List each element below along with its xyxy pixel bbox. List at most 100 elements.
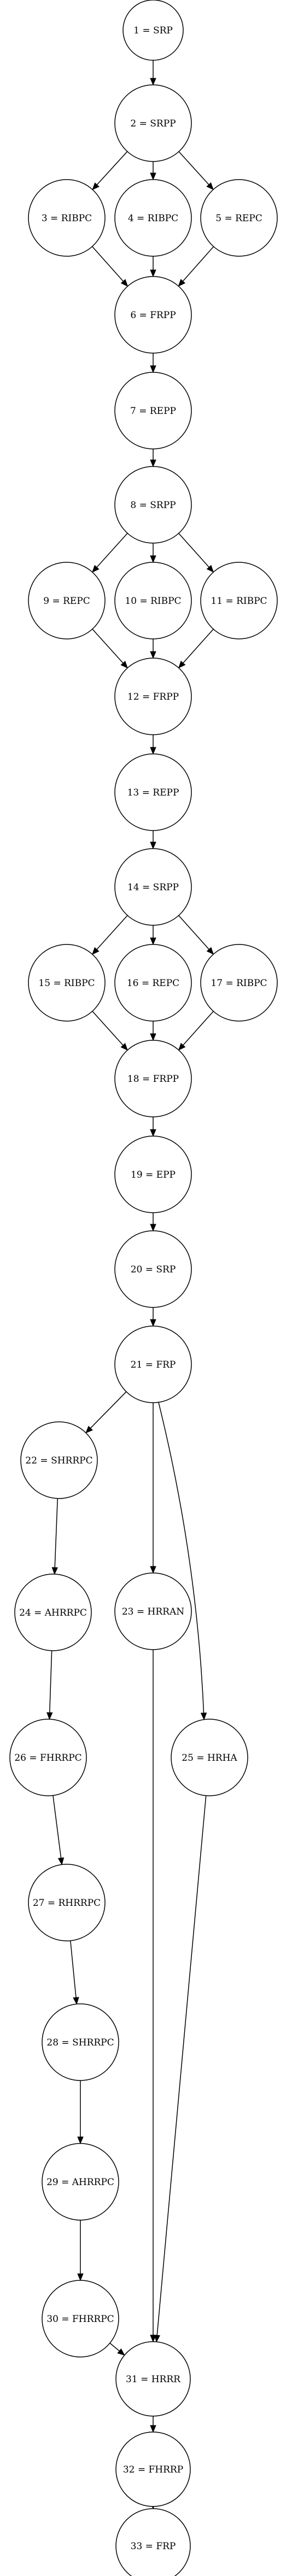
node-label: 5 = REPC [215, 213, 262, 224]
node-label: 23 = HRRAN [122, 1606, 184, 1617]
edge-arrowhead [73, 1997, 79, 2005]
edge-arrowhead [77, 2273, 84, 2281]
node-label: 25 = HRHA [182, 1753, 237, 1764]
edge-arrowhead [150, 651, 156, 659]
edge-line [178, 915, 211, 950]
node-circle [171, 1719, 248, 1796]
edge-arrowhead [150, 2335, 156, 2343]
node-label: 13 = REPP [127, 787, 179, 798]
edge-arrowhead [120, 660, 128, 669]
node-circle [114, 944, 192, 1022]
node-11: 11 = RIBPC [200, 562, 278, 639]
node-21: 21 = FRP [114, 1326, 192, 1403]
edge-14-15 [92, 915, 128, 955]
edge-31-32 [150, 2416, 156, 2433]
edge-arrowhead [150, 1129, 156, 1137]
node-circle [42, 2003, 119, 2081]
node-label: 29 = AHRRPC [46, 2177, 114, 2188]
node-circle [114, 1326, 192, 1403]
edge-2-4 [150, 162, 156, 181]
node-circle [42, 2143, 119, 2221]
node-23: 23 = HRRAN [114, 1572, 192, 1650]
edge-23-31 [150, 1650, 156, 2343]
node-label: 32 = FHRRP [123, 2464, 183, 2475]
edge-line [54, 1498, 58, 1569]
edge-11-12 [178, 629, 214, 669]
edge-9-12 [92, 629, 128, 669]
node-label: 22 = SHRRPC [25, 1455, 92, 1466]
edge-arrowhead [150, 555, 156, 563]
edge-22-24 [51, 1498, 59, 1575]
edge-12-13 [150, 735, 156, 755]
node-label: 19 = EPP [131, 1169, 176, 1180]
edge-18-19 [150, 1117, 156, 1137]
edge-line [70, 1940, 77, 1999]
edge-8-11 [178, 533, 214, 573]
node-33: 33 = FRP [115, 2508, 191, 2576]
node-label: 17 = RIBPC [211, 978, 267, 989]
node-circle [122, 0, 184, 61]
edge-10-12 [150, 639, 156, 659]
node-circle [9, 1719, 87, 1796]
edge-line [92, 1011, 124, 1047]
node-circle [14, 1574, 92, 1651]
node-7: 7 = REPP [114, 372, 192, 449]
edge-arrowhead [150, 937, 156, 946]
node-circle [114, 562, 192, 639]
edge-line [182, 629, 214, 664]
edge-arrowhead [178, 660, 186, 669]
edge-arrowhead [178, 279, 186, 287]
edge-arrowhead [117, 2348, 125, 2356]
edge-14-16 [150, 925, 156, 946]
node-circle [200, 562, 278, 639]
edge-8-10 [150, 543, 156, 563]
node-3: 3 = RIBPC [28, 179, 106, 257]
edge-line [178, 151, 210, 186]
edge-2-5 [178, 151, 214, 191]
edge-arrowhead [206, 182, 214, 191]
node-25: 25 = HRHA [171, 1719, 248, 1796]
edge-21-22 [85, 1391, 127, 1434]
edge-2-3 [92, 151, 128, 191]
node-circle [28, 1864, 106, 1941]
edge-arrowhead [150, 1224, 156, 1232]
edge-arrowhead [57, 1857, 65, 1865]
edge-arrowhead [150, 365, 156, 373]
node-circle [28, 562, 106, 639]
node-32: 32 = FHRRP [115, 2431, 191, 2507]
node-circle [114, 1230, 192, 1308]
edge-7-8 [150, 449, 156, 468]
node-circle [114, 276, 192, 354]
node-16: 16 = REPC [114, 944, 192, 1022]
node-15: 15 = RIBPC [28, 944, 106, 1022]
edge-14-17 [178, 915, 214, 955]
node-label: 3 = RIBPC [42, 213, 92, 224]
node-label: 6 = FRPP [130, 310, 176, 321]
edge-arrowhead [77, 2136, 84, 2145]
edge-30-31 [109, 2343, 125, 2356]
node-22: 22 = SHRRPC [20, 1421, 98, 1499]
edge-arrowhead [92, 947, 100, 955]
edge-5-6 [178, 246, 214, 287]
edge-20-21 [150, 1307, 156, 1327]
node-label: 4 = RIBPC [128, 213, 178, 224]
edge-arrowhead [150, 747, 156, 755]
node-circle [28, 179, 106, 257]
edge-line [52, 1795, 62, 1859]
edge-arrowhead [150, 2425, 156, 2433]
node-circle [28, 944, 106, 1022]
node-10: 10 = RIBPC [114, 562, 192, 639]
edge-29-30 [77, 2220, 84, 2281]
node-circle [114, 84, 192, 162]
edge-arrowhead [46, 1712, 53, 1720]
edge-arrowhead [200, 1712, 207, 1721]
node-label: 14 = SRPP [127, 882, 179, 893]
edge-24-26 [46, 1650, 53, 1720]
node-label: 18 = FRPP [127, 1074, 179, 1085]
edge-15-18 [92, 1011, 128, 1051]
node-14: 14 = SRPP [114, 848, 192, 926]
node-label: 10 = RIBPC [125, 596, 181, 607]
edge-arrowhead [150, 78, 156, 86]
edge-line [182, 246, 214, 283]
